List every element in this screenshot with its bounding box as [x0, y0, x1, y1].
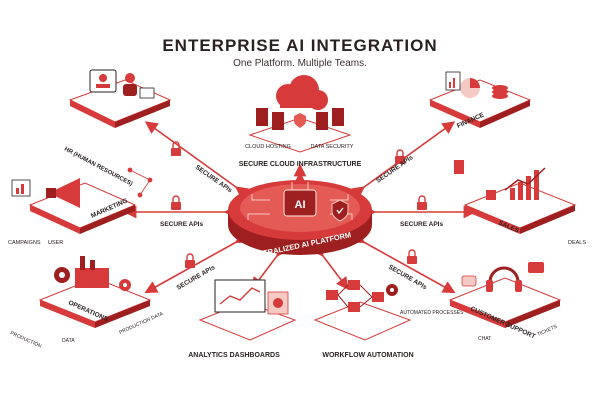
sales-label-deals: DEALS [568, 240, 586, 246]
workflow-label-automated: AUTOMATED PROCESSES [400, 310, 464, 316]
lock-icon [407, 250, 417, 264]
gear-icon [386, 284, 398, 296]
marketing-label-campaigns: CAMPAIGNS [8, 240, 41, 246]
chart-board-icon [12, 180, 30, 196]
coin-stack-icon [454, 160, 496, 200]
operations-label-data: DATA [62, 338, 75, 344]
report-icon [446, 72, 460, 90]
ai-chip-icon: AI [284, 190, 316, 216]
person-icon [123, 73, 137, 96]
cloud-title: SECURE CLOUD INFRASTRUCTURE [239, 161, 362, 168]
support-label-chat: CHAT [478, 336, 491, 342]
analytics-module: ANALYTICS DASHBOARDS [188, 280, 295, 359]
marketing-label-user: USER [48, 240, 63, 246]
sales-module: SALES DEALS [454, 160, 586, 246]
api-label-hr: SECURE APIs [171, 142, 233, 195]
connector-support [360, 240, 450, 290]
dashboard-screen-icon [215, 280, 288, 314]
connector-hr [150, 125, 240, 190]
document-icon [140, 88, 154, 98]
workflow-module: AUTOMATED PROCESSES WORKFLOW AUTOMATION [315, 280, 464, 359]
cloud-module: CLOUD HOSTING DATA SECURITY SECURE CLOUD… [239, 75, 362, 168]
cloud-icon [276, 75, 328, 110]
api-label-text: SECURE APIs [160, 221, 203, 228]
api-label-text: SECURE APIs [400, 221, 443, 228]
lock-icon [171, 196, 181, 210]
support-module: CUSTOMER SUPPORT CHAT TICKETS [450, 262, 560, 342]
connector-workflow [320, 252, 345, 285]
central-platform: AI CENTRALIZED AI PLATFORM [228, 180, 372, 261]
api-label-text: SECURE APIs [194, 164, 234, 195]
analytics-title: ANALYTICS DASHBOARDS [188, 352, 280, 359]
lock-icon [417, 196, 427, 210]
pie-chart-icon [460, 78, 480, 98]
id-card-icon [90, 70, 116, 92]
coins-icon [492, 85, 508, 99]
finance-module: FINANCE [430, 72, 530, 130]
cloud-label-security: DATA SECURITY [311, 144, 354, 150]
factory-icon [75, 256, 109, 288]
cloud-label-hosting: CLOUD HOSTING [245, 144, 291, 150]
ai-chip-text: AI [295, 199, 306, 211]
support-label-tickets: TICKETS [536, 323, 558, 337]
workflow-title: WORKFLOW AUTOMATION [322, 352, 413, 359]
api-label-finance: SECURE APIs [375, 150, 415, 185]
operations-module: OPERATIONS PRODUCTION DATA PRODUCTION DA… [9, 256, 165, 350]
operations-label-production: PRODUCTION [9, 330, 43, 349]
api-label-text: SECURE APIs [176, 264, 217, 292]
api-label-text: SECURE APIs [375, 154, 415, 185]
lock-icon [185, 254, 195, 268]
